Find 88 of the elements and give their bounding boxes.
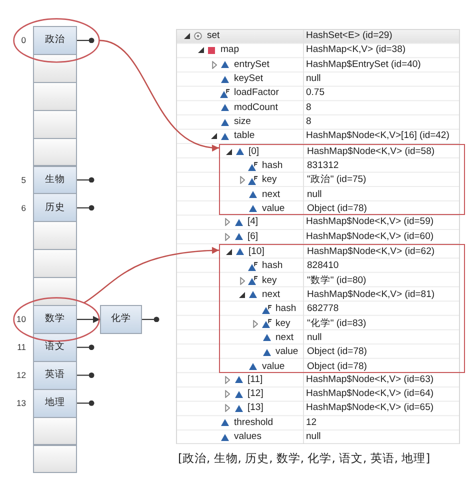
- field-value: HashMap$Node<K,V> (id=63): [306, 374, 434, 386]
- empty-bucket: [33, 416, 77, 446]
- field-name: key: [262, 174, 277, 186]
- highlight-box: [219, 144, 465, 216]
- bucket-label: 历史: [45, 202, 65, 214]
- bucket-label: 政治: [45, 34, 65, 46]
- highlight-box: [219, 244, 465, 373]
- field-name: set: [207, 30, 220, 42]
- field-name: table: [234, 130, 255, 142]
- field-value: HashMap$Node<K,V> (id=58): [307, 146, 435, 158]
- empty-bucket: [33, 249, 77, 278]
- field-value: Object (id=78): [307, 360, 367, 373]
- field-name: size: [234, 116, 251, 128]
- field-value: HashMap$EntrySet (id=40): [306, 58, 421, 71]
- field-name: loadFactor: [234, 87, 279, 100]
- field-value: 0.75: [306, 87, 324, 100]
- empty-bucket: [33, 444, 77, 474]
- bucket-label: 地理: [45, 397, 65, 410]
- bucket-label: 生物: [45, 174, 65, 186]
- field-name: [12]: [248, 388, 264, 400]
- field-value: 8: [306, 102, 312, 114]
- field-value: Object (id=78): [307, 346, 367, 358]
- field-value: HashMap$Node<K,V> (id=60): [306, 230, 434, 243]
- field-value: HashMap$Node<K,V> (id=81): [307, 288, 435, 301]
- field-value: HashMap$Node<K,V> (id=64): [306, 388, 434, 400]
- field-name: next: [262, 288, 280, 301]
- field-value: "化学" (id=83): [307, 318, 366, 330]
- field-name: key: [262, 274, 277, 287]
- field-name: [0]: [248, 146, 260, 158]
- field-value: HashMap$Node<K,V> (id=59): [306, 216, 434, 228]
- field-name: [4]: [248, 216, 258, 228]
- field-value: 828410: [307, 260, 339, 272]
- field-name: modCount: [234, 102, 278, 114]
- output-text: [政治, 生物, 历史, 数学, 化学, 语文, 英语, 地理]: [178, 451, 430, 465]
- field-value: 12: [306, 416, 317, 429]
- empty-bucket: [33, 277, 77, 306]
- field-value: null: [306, 431, 321, 444]
- field-value: HashSet<E> (id=29): [306, 30, 392, 42]
- chain-node-box: [100, 305, 142, 334]
- field-name: values: [234, 431, 262, 444]
- index-number: 13: [16, 398, 26, 408]
- field-value: HashMap$Node<K,V> (id=62): [307, 246, 435, 258]
- field-name: hash: [262, 160, 283, 172]
- field-value: 831312: [307, 160, 339, 172]
- field-name: hash: [262, 260, 283, 272]
- field-name: next: [276, 332, 294, 344]
- field-name: threshold: [234, 416, 274, 429]
- field-value: null: [307, 332, 322, 344]
- field-value: null: [306, 73, 321, 86]
- bucket-label: 英语: [45, 369, 65, 382]
- index-number: 10: [16, 314, 26, 324]
- field-name: hash: [276, 303, 296, 316]
- field-name: [6]: [248, 230, 258, 243]
- empty-bucket: [33, 221, 77, 250]
- field-value: HashMap<K,V> (id=38): [306, 44, 406, 56]
- index-number: 12: [16, 370, 26, 380]
- bucket-label: 化学: [111, 313, 131, 326]
- field-value: "数学" (id=80): [307, 274, 366, 287]
- field-name: value: [262, 360, 285, 373]
- index-number: 5: [21, 174, 26, 185]
- field-value: HashMap$Node<K,V>[16] (id=42): [306, 130, 450, 142]
- index-number: 11: [17, 342, 26, 352]
- bucket-label: 语文: [45, 341, 65, 354]
- index-number: 0: [21, 35, 26, 46]
- index-number: 6: [21, 202, 26, 213]
- field-name: value: [276, 346, 298, 358]
- curved-arrow: [84, 247, 220, 304]
- field-value: HashMap$Node<K,V> (id=65): [306, 402, 434, 414]
- field-value: 682778: [307, 303, 339, 316]
- field-name: [11]: [248, 374, 263, 386]
- empty-bucket: [33, 82, 77, 111]
- empty-bucket: [33, 138, 77, 166]
- field-value: Object (id=78): [307, 202, 367, 215]
- field-value: null: [307, 188, 322, 201]
- field-name: keySet: [234, 73, 264, 86]
- field-value: "政治" (id=75): [307, 174, 366, 186]
- field-name: entrySet: [234, 58, 270, 71]
- curved-arrow: [99, 40, 220, 151]
- field-name: value: [262, 202, 285, 215]
- arrow: [77, 316, 100, 323]
- field-name: key: [276, 318, 290, 330]
- field-name: next: [262, 188, 280, 201]
- field-name: [13]: [248, 402, 264, 414]
- empty-bucket: [33, 110, 77, 139]
- field-name: [10]: [248, 246, 264, 258]
- field-name: map: [220, 44, 239, 56]
- field-value: 8: [306, 116, 312, 128]
- bucket-label: 数学: [45, 313, 65, 326]
